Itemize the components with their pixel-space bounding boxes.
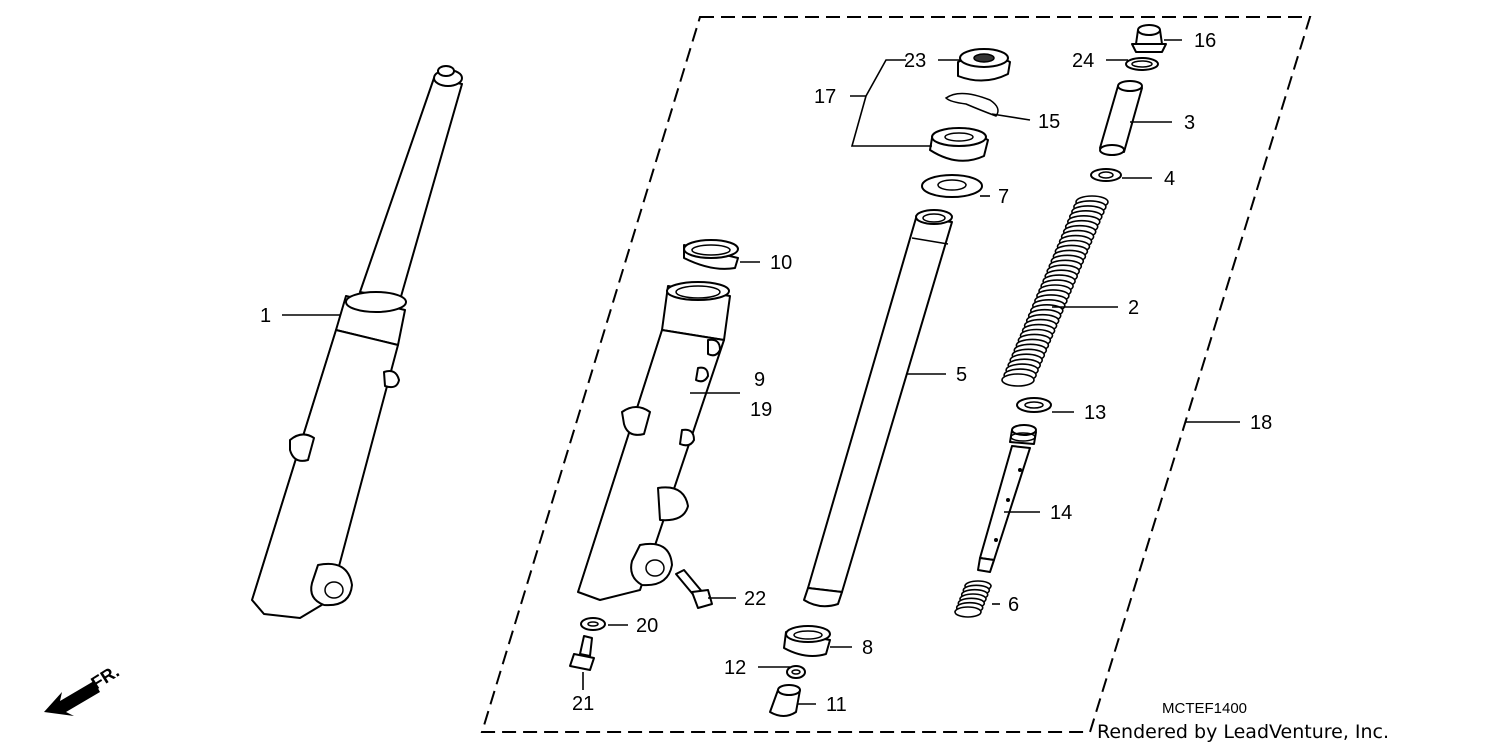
washer-20-drawing [580, 617, 606, 631]
callout-19: 19 [750, 399, 772, 421]
o-ring-24-drawing [1125, 57, 1159, 71]
callout-11: 11 [826, 694, 847, 716]
bolt-22-drawing [675, 569, 713, 609]
credit-line: Rendered by LeadVenture, Inc. [1097, 721, 1389, 743]
fork-pipe-drawing [803, 209, 953, 608]
callout-18: 18 [1250, 412, 1272, 434]
callout-12: 12 [724, 657, 746, 679]
seal-23-drawing [957, 48, 1011, 82]
fork-spring-drawing [1001, 195, 1109, 387]
bushing-8-drawing [783, 625, 831, 657]
washer-4-drawing [1090, 168, 1122, 182]
callout-13: 13 [1084, 402, 1106, 424]
assembly-boundary [480, 16, 1312, 733]
cap-bolt-16-drawing [1131, 24, 1167, 53]
front-direction-arrow: FR. [44, 661, 123, 716]
spring-coil [954, 606, 982, 618]
damper-rod-drawing [977, 424, 1037, 573]
callout-3: 3 [1184, 112, 1195, 134]
callout-24: 24 [1072, 50, 1094, 72]
callout-21: 21 [572, 693, 594, 715]
callout-8: 8 [862, 637, 873, 659]
clip-15-drawing [944, 92, 999, 117]
callout-23: 23 [904, 50, 926, 72]
callout-17: 17 [814, 86, 836, 108]
callout-9: 9 [754, 369, 765, 391]
callout-5: 5 [956, 364, 967, 386]
callout-4: 4 [1164, 168, 1175, 190]
callout-2: 2 [1128, 297, 1139, 319]
callout-1: 1 [260, 305, 271, 327]
washer-7-drawing [921, 174, 983, 198]
oil-lock-11-drawing [769, 684, 801, 717]
callout-14: 14 [1050, 502, 1072, 524]
callout-16: 16 [1194, 30, 1216, 52]
ring-13-drawing [1016, 397, 1052, 413]
diagram-code: MCTEF1400 [1162, 700, 1247, 717]
bushing-10-drawing [683, 239, 739, 270]
spacer-3-drawing [1099, 80, 1143, 156]
bolt-21-drawing [569, 635, 595, 671]
callout-20: 20 [636, 615, 658, 637]
seal-17-drawing [929, 127, 989, 162]
leader-lines [282, 39, 1240, 705]
fork-assembly-drawing [251, 65, 463, 619]
callout-10: 10 [770, 252, 792, 274]
slider-drawing [577, 281, 731, 601]
ring-12-drawing [786, 665, 806, 679]
callout-6: 6 [1008, 594, 1019, 616]
rebound-spring-drawing [954, 580, 992, 618]
callout-22: 22 [744, 588, 766, 610]
spring-coil [1001, 373, 1035, 387]
callout-7: 7 [998, 186, 1009, 208]
callout-15: 15 [1038, 111, 1060, 133]
